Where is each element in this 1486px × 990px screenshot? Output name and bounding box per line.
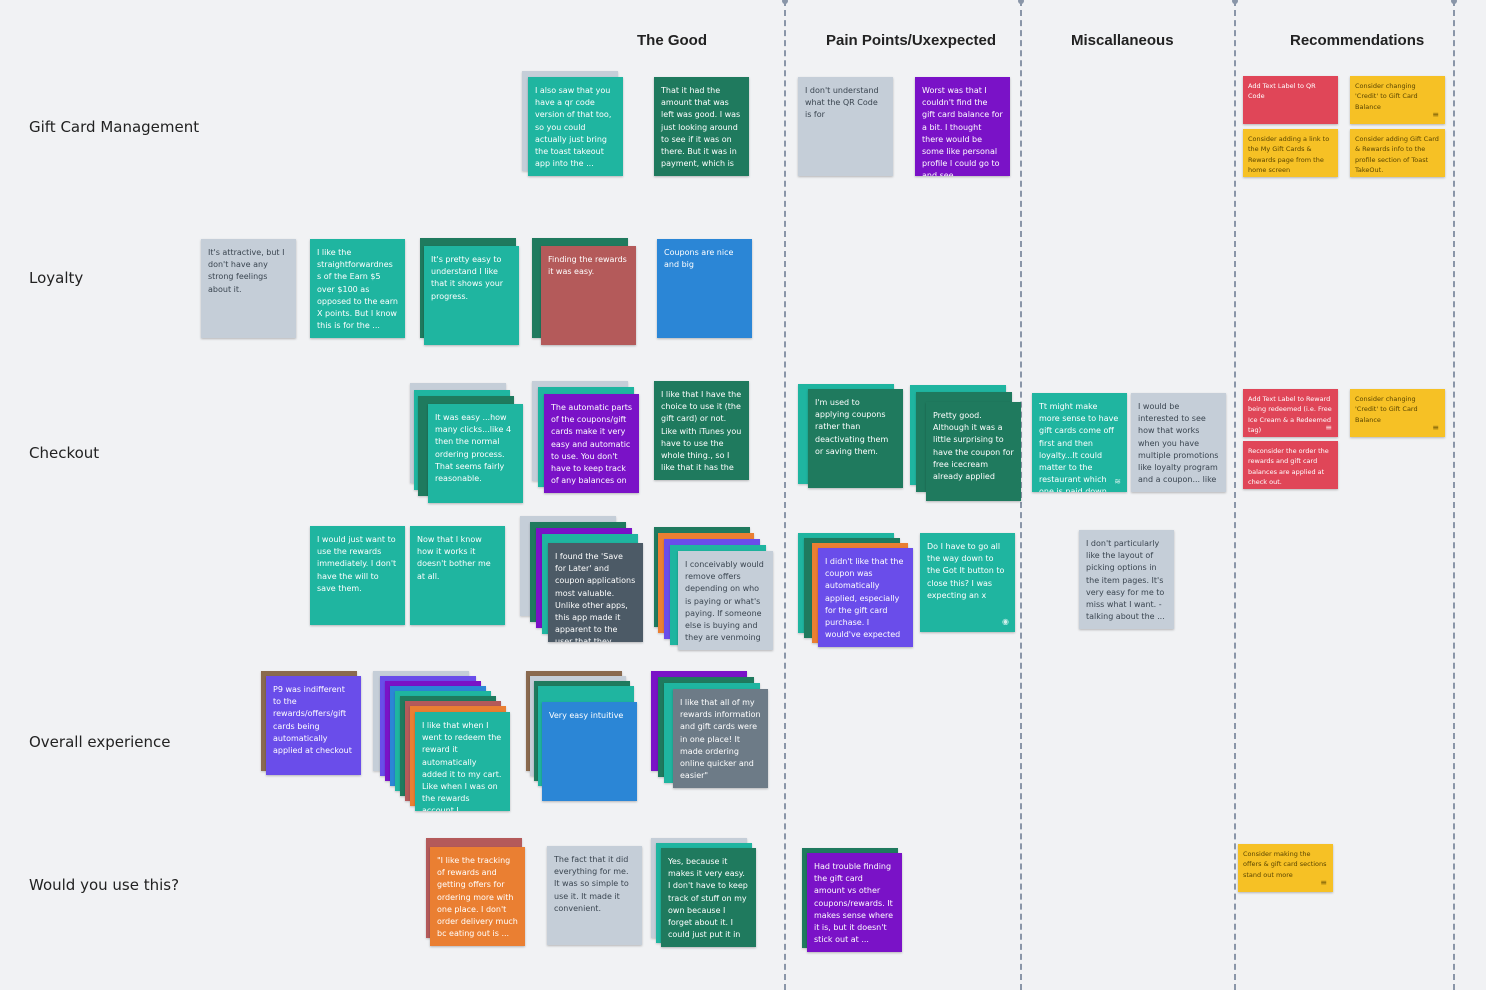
sticky-note[interactable]: I conceivably would remove offers depend… (678, 551, 773, 650)
row-label-would-use: Would you use this? (29, 876, 180, 894)
note-text: That it had the amount that was left was… (661, 86, 741, 176)
note-text: Reconsider the order the rewards and gif… (1248, 447, 1329, 487)
row-label-loyalty: Loyalty (29, 269, 84, 287)
note-text: I like that when I went to redeem the re… (422, 721, 502, 811)
note-text: Consider adding a link to the My Gift Ca… (1248, 135, 1330, 175)
note-text: Yes, because it makes it very easy. I do… (668, 857, 748, 947)
note-text: I don't particularly like the layout of … (1086, 539, 1165, 622)
sticky-note[interactable]: The automatic parts of the coupons/gift … (544, 394, 639, 493)
menu-icon: ≡ (1432, 109, 1439, 119)
sticky-note[interactable]: Now that I know how it works it doesn't … (410, 526, 505, 625)
note-text: Coupons are nice and big (664, 248, 734, 270)
note-text: I would be interested to see how that wo… (1138, 402, 1219, 492)
column-header-recommendations: Recommendations (1290, 32, 1425, 49)
sticky-note[interactable]: I like that I have the choice to use it … (654, 381, 749, 480)
note-text: Consider making the offers & gift card s… (1243, 850, 1327, 879)
note-text: I don't understand what the QR Code is f… (805, 86, 879, 120)
sticky-note[interactable]: I don't understand what the QR Code is f… (798, 77, 893, 176)
note-text: Finding the rewards it was easy. (548, 255, 627, 277)
recommendation-note[interactable]: Consider changing 'Credit' to Gift Card … (1350, 389, 1445, 437)
row-label-overall: Overall experience (29, 733, 171, 751)
recommendation-note[interactable]: Consider changing 'Credit' to Gift Card … (1350, 76, 1445, 124)
note-text: It's pretty easy to understand I like th… (431, 255, 504, 301)
recommendation-note[interactable]: Add Text Label to QR Code (1243, 76, 1338, 124)
recommendation-note[interactable]: Reconsider the order the rewards and gif… (1243, 441, 1338, 489)
column-divider (1018, 0, 1024, 990)
sticky-note[interactable]: Very easy intuitive (542, 702, 637, 801)
sticky-note[interactable]: I don't particularly like the layout of … (1079, 530, 1174, 629)
note-text: P9 was indifferent to the rewards/offers… (273, 685, 352, 756)
note-text: Consider changing 'Credit' to Gift Card … (1355, 82, 1418, 111)
column-header-the-good: The Good (637, 32, 707, 49)
note-text: Pretty good. Although it was a little su… (933, 411, 1014, 482)
sticky-note[interactable]: Had trouble finding the gift card amount… (807, 853, 902, 952)
recommendation-note[interactable]: Consider adding a link to the My Gift Ca… (1243, 129, 1338, 177)
sticky-note[interactable]: It was easy ...how many clicks...like 4 … (428, 404, 523, 503)
note-text: "I like the tracking of rewards and gett… (437, 856, 518, 939)
sticky-note[interactable]: It's attractive, but I don't have any st… (201, 239, 296, 338)
note-text: Add Text Label to Reward being redeemed … (1248, 395, 1332, 435)
menu-icon: ≡ (1432, 422, 1439, 432)
sticky-note[interactable]: "I like the tracking of rewards and gett… (430, 847, 525, 946)
note-text: Now that I know how it works it doesn't … (417, 535, 491, 581)
note-text: The automatic parts of the coupons/gift … (551, 403, 632, 493)
sticky-note[interactable]: I would be interested to see how that wo… (1131, 393, 1226, 492)
column-divider (1451, 0, 1457, 990)
sticky-note[interactable]: Pretty good. Although it was a little su… (926, 402, 1021, 501)
note-text: I like that all of my rewards informatio… (680, 698, 761, 781)
sticky-note[interactable]: I didn't like that the coupon was automa… (818, 548, 913, 647)
column-header-pain-points: Pain Points/Uxexpected (826, 32, 997, 49)
note-text: I conceivably would remove offers depend… (685, 560, 764, 650)
note-text: I didn't like that the coupon was automa… (825, 557, 904, 647)
sticky-note[interactable]: Worst was that I couldn't find the gift … (915, 77, 1010, 176)
sticky-note[interactable]: Do I have to go all the way down to the … (920, 533, 1015, 632)
note-text: Tt might make more sense to have gift ca… (1039, 402, 1119, 492)
sticky-note[interactable]: I found the 'Save for Later' and coupon … (548, 543, 643, 642)
note-text: It's attractive, but I don't have any st… (208, 248, 285, 294)
sticky-note[interactable]: I'm used to applying coupons rather than… (808, 389, 903, 488)
column-divider (782, 0, 788, 990)
recommendation-note[interactable]: Consider making the offers & gift card s… (1238, 844, 1333, 892)
note-text: Do I have to go all the way down to the … (927, 542, 1005, 600)
sticky-note[interactable]: I also saw that you have a qr code versi… (528, 77, 623, 176)
sticky-note[interactable]: The fact that it did everything for me. … (547, 846, 642, 945)
sticky-note[interactable]: Tt might make more sense to have gift ca… (1032, 393, 1127, 492)
sticky-note[interactable]: Finding the rewards it was easy. (541, 246, 636, 345)
sticky-note[interactable]: I like that all of my rewards informatio… (673, 689, 768, 788)
note-text: Consider changing 'Credit' to Gift Card … (1355, 395, 1418, 424)
row-label-checkout: Checkout (29, 444, 100, 462)
sticky-note[interactable]: I would just want to use the rewards imm… (310, 526, 405, 625)
note-text: I also saw that you have a qr code versi… (535, 86, 612, 169)
note-text: It was easy ...how many clicks...like 4 … (435, 413, 512, 484)
note-text: I'm used to applying coupons rather than… (815, 398, 889, 456)
eye-icon: ◉ (1002, 616, 1009, 626)
row-label-gift-card: Gift Card Management (29, 118, 200, 136)
note-text: Very easy intuitive (549, 711, 624, 720)
menu-icon: ≋ (1114, 476, 1121, 486)
note-text: I like the straightforwardnes s of the E… (317, 248, 398, 331)
column-divider (1232, 0, 1238, 990)
recommendation-note[interactable]: Consider adding Gift Card & Rewards info… (1350, 129, 1445, 177)
note-text: I found the 'Save for Later' and coupon … (555, 552, 636, 642)
note-text: Worst was that I couldn't find the gift … (922, 86, 1003, 176)
sticky-note[interactable]: Coupons are nice and big (657, 239, 752, 338)
note-text: Add Text Label to QR Code (1248, 82, 1316, 101)
note-text: I would just want to use the rewards imm… (317, 535, 397, 593)
recommendation-note[interactable]: Add Text Label to Reward being redeemed … (1243, 389, 1338, 437)
note-text: The fact that it did everything for me. … (554, 855, 629, 913)
sticky-note[interactable]: That it had the amount that was left was… (654, 77, 749, 176)
sticky-note[interactable]: Yes, because it makes it very easy. I do… (661, 848, 756, 947)
sticky-note[interactable]: I like that when I went to redeem the re… (415, 712, 510, 811)
sticky-note[interactable]: P9 was indifferent to the rewards/offers… (266, 676, 361, 775)
menu-icon: ≡ (1325, 422, 1332, 432)
sticky-note[interactable]: I like the straightforwardnes s of the E… (310, 239, 405, 338)
menu-icon: ≡ (1320, 877, 1327, 887)
note-text: Consider adding Gift Card & Rewards info… (1355, 135, 1439, 175)
column-header-miscellaneous: Miscallaneous (1071, 32, 1174, 49)
note-text: Had trouble finding the gift card amount… (814, 862, 894, 945)
sticky-note[interactable]: It's pretty easy to understand I like th… (424, 246, 519, 345)
note-text: I like that I have the choice to use it … (661, 390, 742, 480)
